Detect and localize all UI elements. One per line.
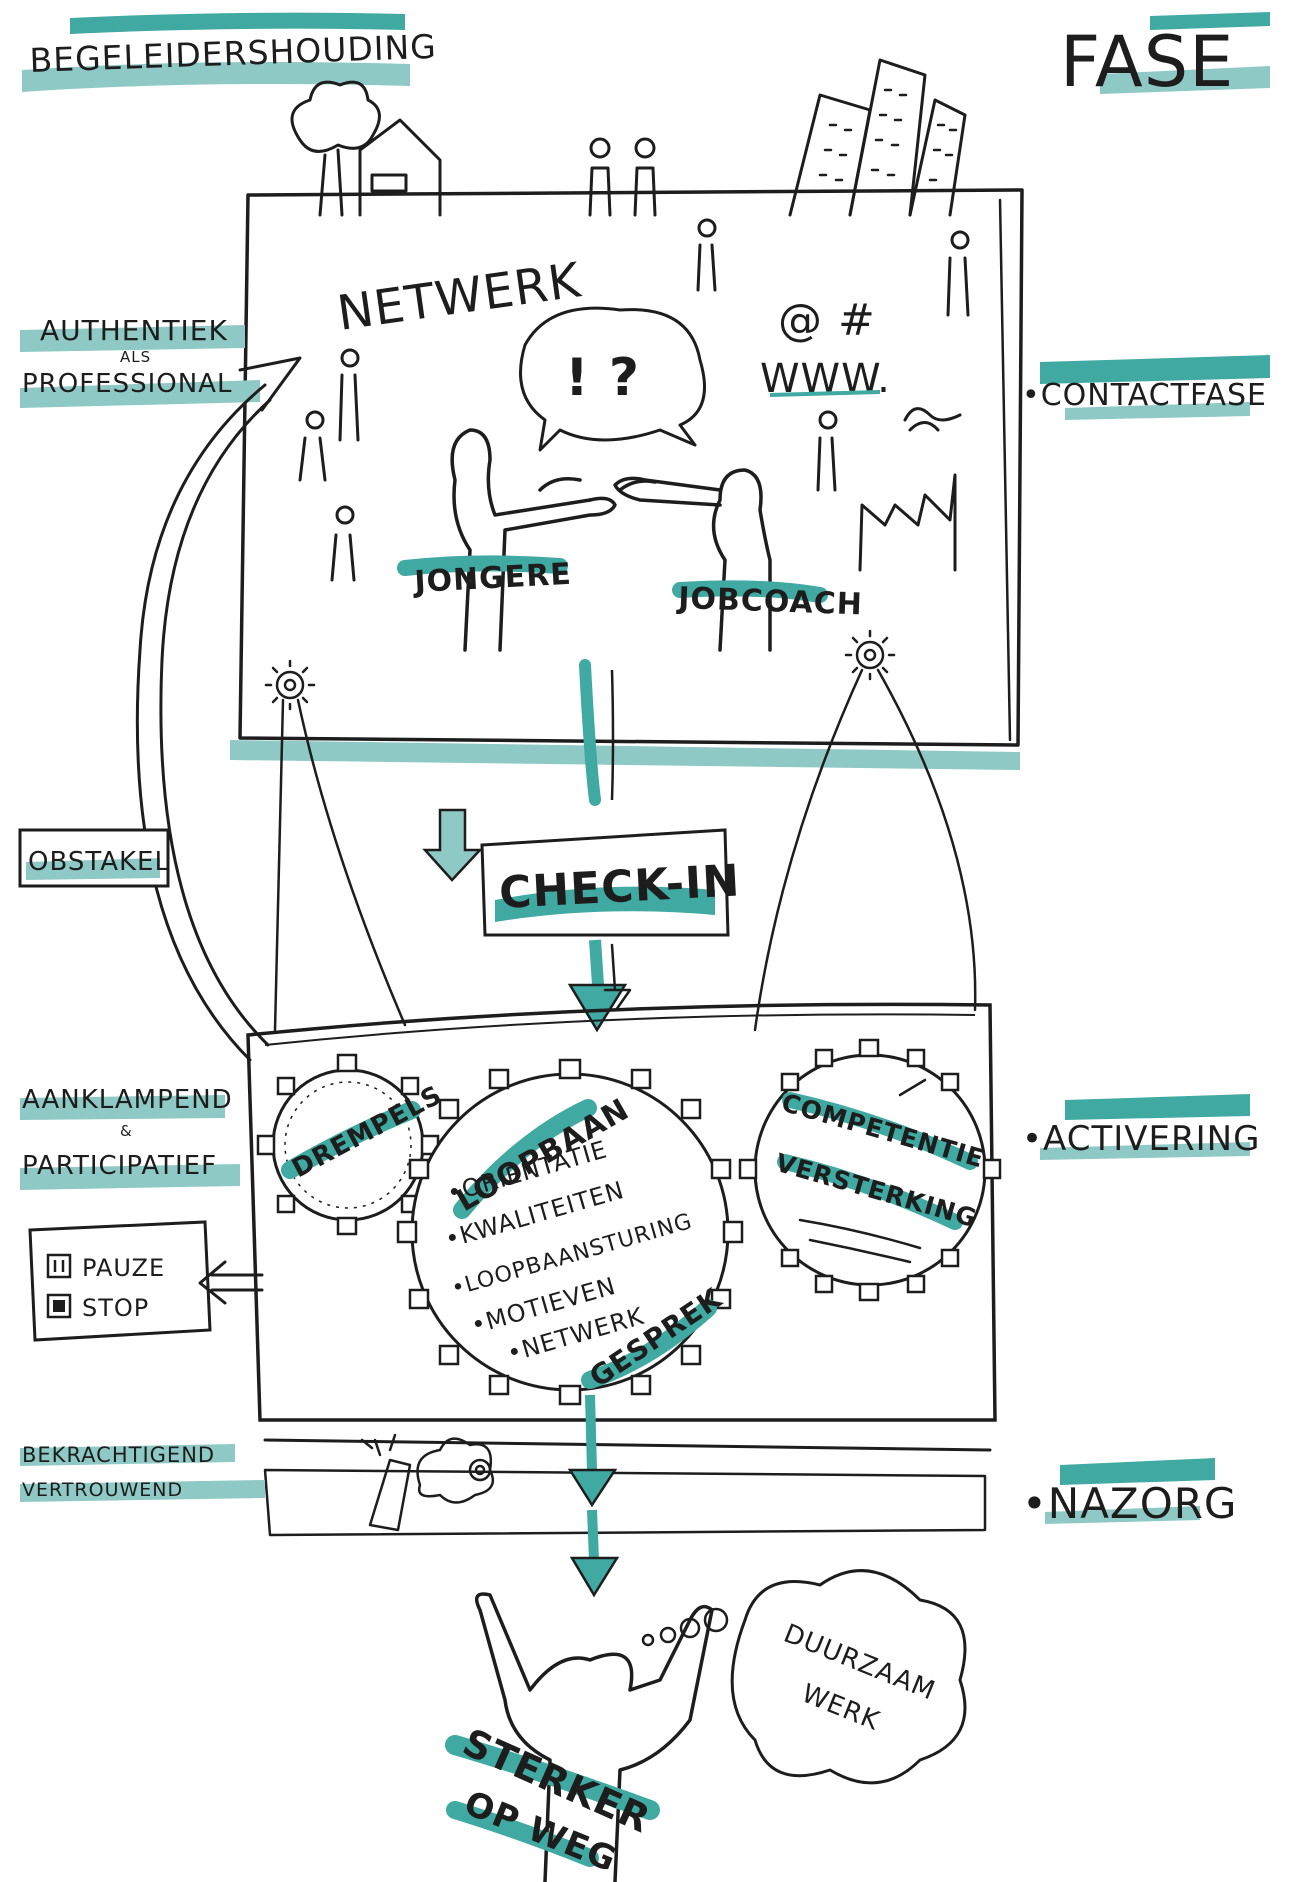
person-jobcoach-label: JOBCOACH bbox=[676, 581, 864, 622]
gear-competentie: COMPETENTIE VERSTERKING bbox=[738, 1038, 1002, 1302]
label-aanklampend-1: AANKLAMPEND bbox=[22, 1085, 233, 1115]
phase-contact-label: •CONTACTFASE bbox=[1022, 378, 1267, 413]
factory-icon bbox=[858, 407, 962, 572]
person-jobcoach bbox=[613, 468, 772, 652]
check-in-arrow bbox=[422, 808, 483, 882]
label-authentiek-2: ALS bbox=[120, 348, 151, 366]
label-aanklampend-2: & bbox=[120, 1122, 133, 1140]
stop-label: STOP bbox=[82, 1294, 149, 1322]
check-in-label: CHECK-IN bbox=[498, 855, 742, 919]
label-bekrachtigend: BEKRACHTIGEND VERTROUWEND bbox=[20, 1443, 265, 1502]
pause-icon bbox=[46, 1253, 72, 1279]
label-authentiek-3: PROFESSIONAL bbox=[22, 369, 232, 399]
person-icon bbox=[588, 137, 657, 217]
network-title: NETWERK bbox=[334, 252, 585, 342]
label-aanklampend-3: PARTICIPATIEF bbox=[22, 1151, 217, 1181]
check-in-box: CHECK-IN bbox=[480, 828, 742, 937]
pause-label: PAUZE bbox=[82, 1254, 165, 1282]
phase-nazorg-label: •NAZORG bbox=[1022, 1479, 1237, 1528]
phase-contact: •CONTACTFASE bbox=[1022, 355, 1270, 420]
person-cheering bbox=[474, 1592, 714, 1882]
web-symbols: @ # bbox=[778, 295, 876, 346]
label-bekrachtigend-2: VERTROUWEND bbox=[22, 1479, 183, 1501]
pause-stop-box: PAUZE STOP bbox=[28, 1220, 212, 1342]
pause-arrow bbox=[198, 1260, 264, 1305]
header-left: BEGELEIDERSHOUDING bbox=[22, 12, 437, 92]
champagne-icon bbox=[360, 1433, 412, 1532]
flow-arrow bbox=[567, 1394, 620, 1598]
person-jongere bbox=[450, 428, 617, 652]
buildings-icon bbox=[788, 58, 967, 217]
stop-icon bbox=[46, 1293, 72, 1319]
speech-bubble: ! ? bbox=[519, 306, 706, 452]
phase-activering: •ACTIVERING bbox=[1022, 1094, 1260, 1160]
flow-arrow bbox=[567, 939, 632, 1033]
person-jongere-label: JONGERE bbox=[412, 557, 573, 600]
house-icon bbox=[358, 118, 442, 217]
nazorg-panel bbox=[263, 1438, 992, 1537]
label-aanklampend: AANKLAMPEND & PARTICIPATIEF bbox=[20, 1085, 240, 1190]
connector-lines bbox=[273, 668, 977, 1032]
speech-bubble-label: ! ? bbox=[565, 348, 640, 408]
return-arrow bbox=[135, 356, 302, 1062]
label-authentiek-1: AUTHENTIEK bbox=[40, 314, 228, 347]
label-bekrachtigend-1: BEKRACHTIGEND bbox=[22, 1443, 215, 1467]
header-right-label: FASE bbox=[1060, 21, 1234, 103]
label-obstakel-text: OBSTAKEL bbox=[28, 847, 170, 877]
cloud-duurzaam: DUURZAAM WERK bbox=[730, 1569, 967, 1785]
dots-bubbles bbox=[641, 1607, 729, 1647]
thought-cloud-icon bbox=[416, 1437, 495, 1504]
label-authentiek: AUTHENTIEK ALS PROFESSIONAL bbox=[20, 314, 260, 408]
header-right: FASE bbox=[1060, 12, 1270, 103]
tree-icon bbox=[290, 80, 381, 217]
gear-drempels: DREMPELS bbox=[256, 1053, 447, 1236]
phase-nazorg: •NAZORG bbox=[1022, 1458, 1237, 1528]
label-obstakel: OBSTAKEL bbox=[18, 828, 170, 888]
phase-activering-label: •ACTIVERING bbox=[1022, 1119, 1260, 1159]
person-icon bbox=[298, 218, 970, 582]
gear-icon bbox=[264, 629, 896, 711]
cloud-label-2: WERK bbox=[797, 1679, 884, 1737]
activation-panel bbox=[246, 1002, 997, 1422]
gear-loopbaan: LOOPBAAN •ORIENTATIE •KWALITEITEN •LOOPB… bbox=[396, 1058, 744, 1406]
outcome-sterker: STERKER OP WEG bbox=[445, 1720, 660, 1880]
